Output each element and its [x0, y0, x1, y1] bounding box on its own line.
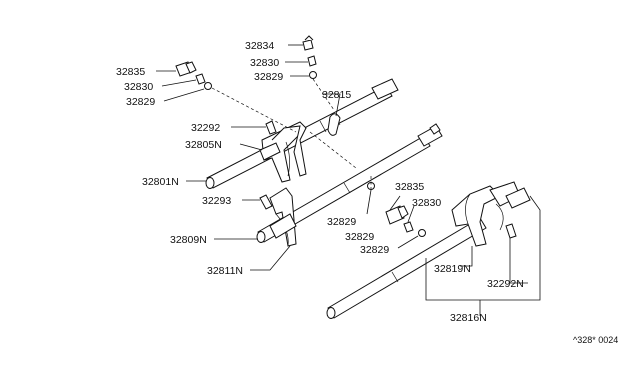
label-32829-mid1: 32829 [327, 216, 356, 228]
footer-code: ^328* 0024 [573, 335, 618, 345]
pin-32292 [265, 120, 277, 135]
label-32830-left: 32830 [124, 81, 153, 93]
assembly-lines [211, 78, 372, 190]
pin-32292n [505, 223, 517, 239]
label-32805n: 32805N [185, 139, 222, 151]
plug-32835-right [385, 205, 409, 225]
label-32816n: 32816N [450, 312, 487, 324]
label-32829-mid2: 32829 [345, 231, 374, 243]
label-32292n: 32292N [487, 278, 524, 290]
label-32830-right: 32830 [412, 197, 441, 209]
part-labels: 32834 32830 32829 32835 32830 32829 3281… [116, 40, 618, 345]
ball-32829-top [309, 71, 317, 79]
pin-32815 [327, 113, 341, 136]
fork-32819n [451, 181, 531, 247]
label-32829-right: 32829 [360, 244, 389, 256]
ball-32829-left [204, 82, 212, 90]
label-32809n: 32809N [170, 234, 207, 246]
label-32815: 32815 [322, 89, 351, 101]
fork-32811n [269, 187, 297, 247]
spring-32830-left [195, 73, 206, 85]
label-32835-right: 32835 [395, 181, 424, 193]
plug-32835-left [175, 61, 197, 77]
plug-32834 [302, 35, 314, 51]
label-32829-top: 32829 [254, 71, 283, 83]
ball-32829-right [418, 229, 426, 237]
label-32292: 32292 [191, 122, 220, 134]
label-32829-left: 32829 [126, 96, 155, 108]
label-32801n: 32801N [142, 176, 179, 188]
pin-32293 [259, 194, 273, 210]
label-32819n: 32819N [434, 263, 471, 275]
label-32811n: 32811N [207, 265, 243, 277]
label-32830-top: 32830 [250, 57, 279, 69]
shaft-32816n [326, 217, 487, 319]
label-32834: 32834 [245, 40, 274, 52]
label-32835-left: 32835 [116, 66, 145, 78]
leader-lines [156, 44, 541, 316]
fork-32805n [259, 121, 307, 183]
label-32293: 32293 [202, 195, 231, 207]
spring-32830-top [307, 55, 317, 67]
spring-32830-right [403, 221, 414, 233]
shaft-32809n [256, 123, 443, 243]
